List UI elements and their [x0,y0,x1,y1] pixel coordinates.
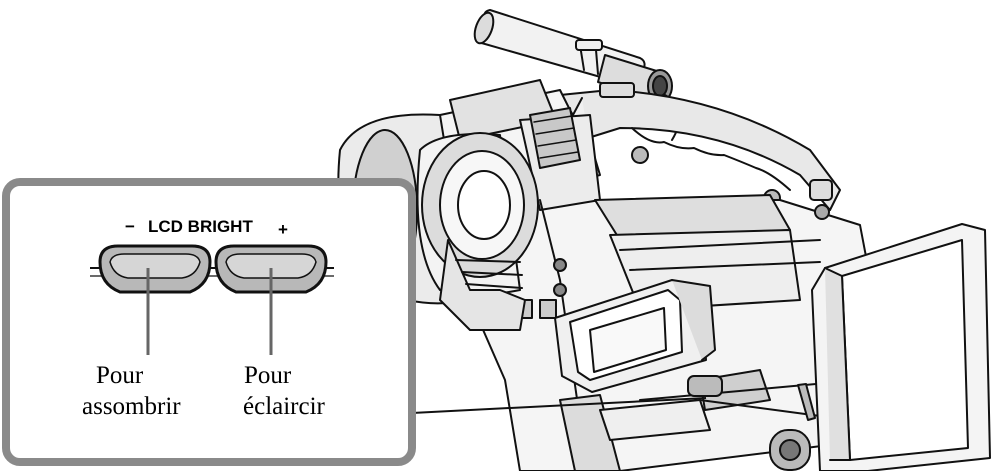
lcd-bright-minus-button[interactable] [98,244,212,294]
darken-caption-line1: Pour [96,362,144,389]
minus-sign: − [125,217,135,236]
carry-handle-icon [559,82,841,211]
lcd-panel-icon [554,279,716,393]
camcorder-icon [337,9,991,471]
darken-caption-line2: assombrir [82,393,181,420]
battery-icon [811,223,991,471]
lighten-caption-line1: Pour [244,362,292,389]
microphone-icon [473,9,681,141]
lighten-caption-line2: éclaircir [243,393,326,420]
focus-ring-icon [529,107,581,169]
lcd-bright-inset: − LCD BRIGHT + Pour assombrir Pour éclai… [2,178,416,466]
lcd-bright-label: LCD BRIGHT [148,217,253,236]
plus-sign: + [278,220,288,239]
callout-line [411,375,723,414]
